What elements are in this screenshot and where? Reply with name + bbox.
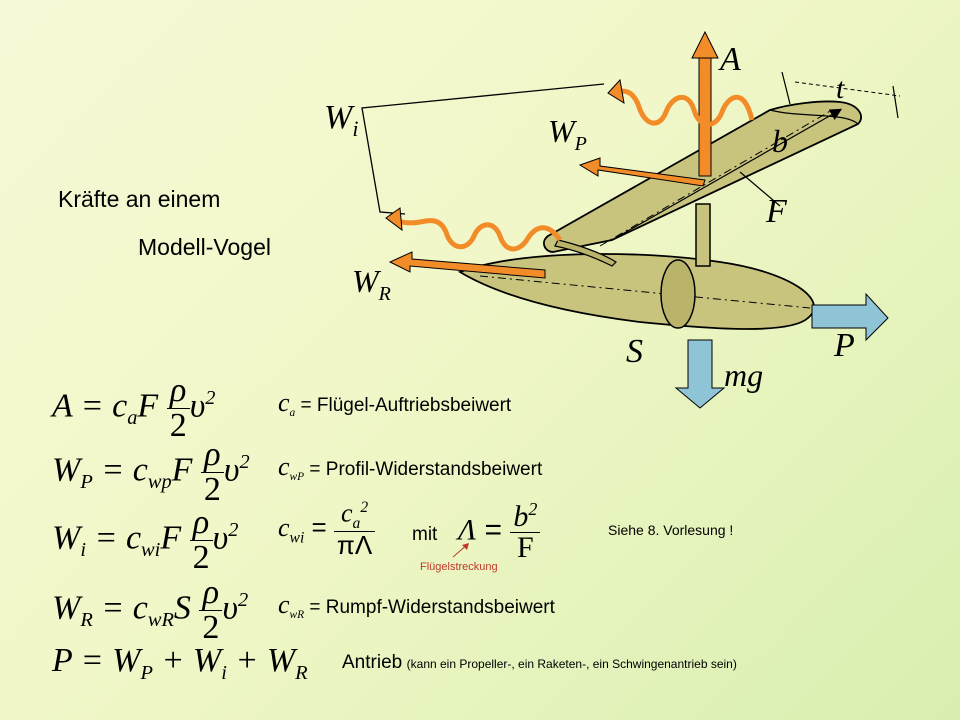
coef-fuselage-desc: cwR = Rumpf-Widerstandsbeiwert [278, 590, 555, 621]
mit-label: mit [412, 524, 438, 545]
thrust-desc: Antrieb (kann ein Propeller-, ein Rakete… [342, 652, 737, 673]
label-p: P [833, 327, 855, 364]
label-wp: WP [548, 113, 587, 155]
fluegelstreckung-label: Flügelstreckung [420, 561, 498, 573]
label-f: F [765, 193, 788, 230]
label-wi-sub: i [352, 116, 358, 141]
cross-section-s [660, 259, 696, 329]
label-wr: WR [352, 263, 391, 305]
label-wi: Wi [324, 99, 358, 141]
label-t: t [836, 72, 845, 105]
title-line-2: Modell-Vogel [138, 234, 271, 260]
wi-bracket [361, 83, 605, 215]
profile-drag-arrow [578, 157, 706, 187]
wavy-arrow-wi-bottom [393, 217, 563, 252]
coef-lift-desc: ca = Flügel-Auftriebsbeiwert [278, 388, 512, 419]
model-bird-diagram: A Wi WP WR t b F S mg P [324, 30, 901, 409]
label-b: b [772, 123, 788, 159]
coef-profile-desc: cwP = Profil-Widerstandsbeiwert [278, 452, 543, 483]
aspect-ratio-pointer-arrow [452, 543, 469, 558]
weight-arrow-mg [674, 339, 726, 409]
wing [543, 100, 862, 267]
thrust-arrow-p [811, 292, 889, 342]
fuselage-drag-arrow [388, 251, 546, 279]
see-lecture-note: Siehe 8. Vorlesung ! [608, 522, 734, 538]
label-s: S [626, 333, 643, 370]
title-line-1: Kräfte an einem [58, 186, 221, 212]
chord-dimension [781, 71, 901, 119]
wavy-arrow-wi-top [613, 88, 755, 127]
fuselage [457, 253, 815, 330]
label-mg: mg [724, 357, 763, 393]
wing-pylon [695, 203, 711, 267]
label-wi-w: W [324, 99, 355, 136]
label-a: A [718, 41, 741, 78]
equation-thrust: P = WP + Wi + WR [52, 642, 308, 684]
